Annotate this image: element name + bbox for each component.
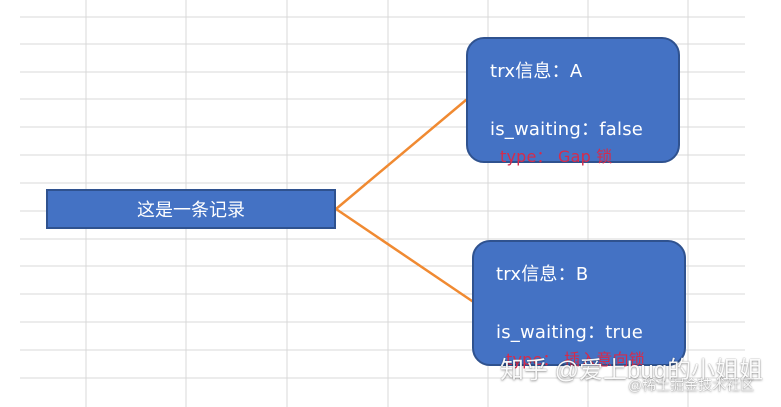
transaction-box-b: trx信息：B is_waiting：true type： 插入意向锁	[472, 240, 686, 369]
transaction-a-title: trx信息：A	[490, 61, 583, 82]
transaction-b-type: type： 插入意向锁	[506, 350, 646, 369]
watermark: 知乎 @爱上bug的小姐姐 @稀土掘金技术社区	[500, 357, 781, 407]
transaction-a-waiting: is_waiting：false	[490, 119, 644, 140]
record-box: 这是一条记录	[46, 189, 336, 229]
watermark-main: 知乎 @爱上bug的小姐姐	[500, 357, 764, 384]
watermark-sub: @稀土掘金技术社区	[628, 377, 755, 393]
transaction-b-title: trx信息：B	[496, 264, 589, 285]
transaction-a-type: type： Gap 锁	[500, 147, 613, 166]
transaction-b-waiting: is_waiting：true	[496, 322, 643, 343]
record-label: 这是一条记录	[137, 200, 245, 221]
transaction-box-a: trx信息：A is_waiting：false type： Gap 锁	[466, 37, 680, 166]
